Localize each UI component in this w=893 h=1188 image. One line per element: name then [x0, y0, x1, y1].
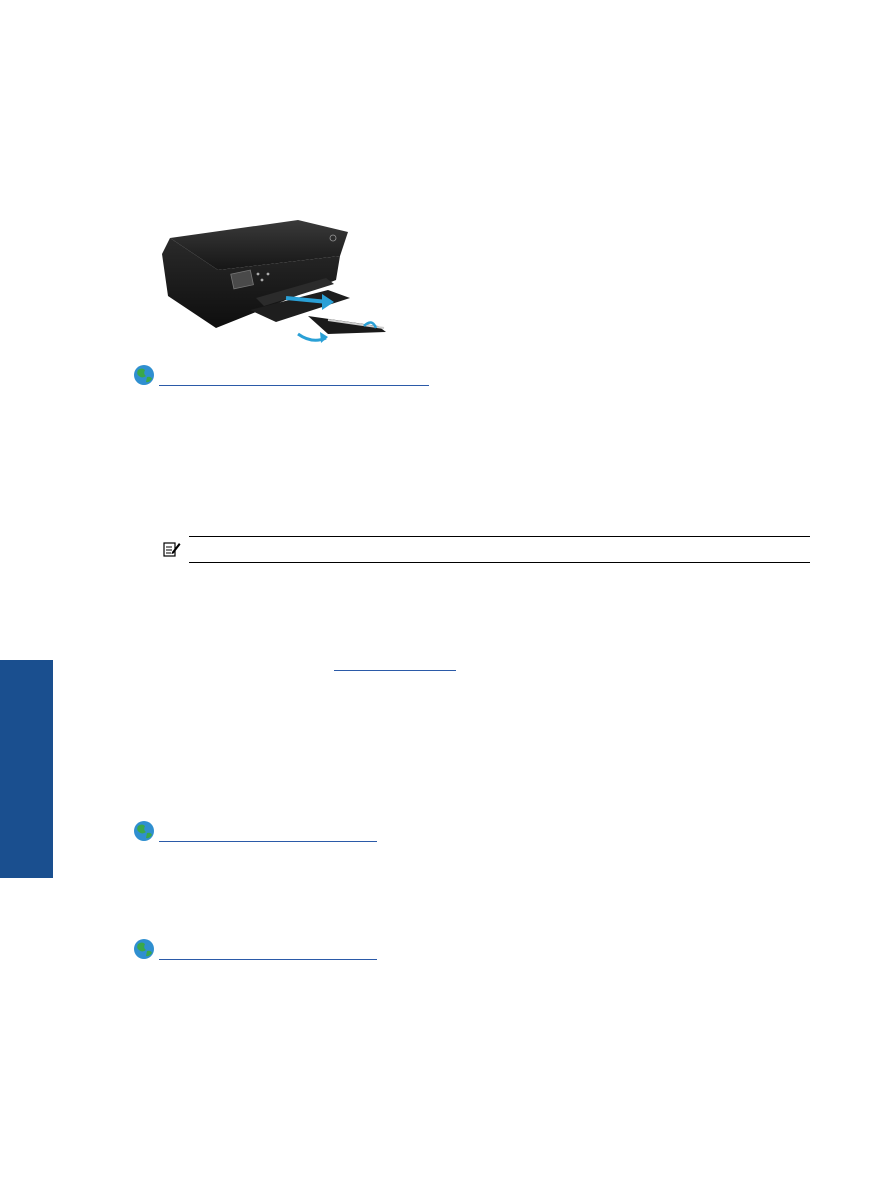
note-rule-bottom: [189, 562, 810, 563]
note-pencil-icon: [163, 542, 181, 557]
note-rule-top: [189, 536, 810, 537]
web-link-1[interactable]: [133, 364, 429, 386]
web-link-underline: [159, 959, 377, 960]
chapter-side-tab: [0, 660, 53, 878]
globe-icon: [134, 821, 154, 841]
globe-icon: [134, 939, 154, 959]
inline-link-underline[interactable]: [334, 670, 456, 671]
web-link-underline: [159, 841, 377, 842]
note-box: [163, 535, 810, 563]
web-link-2[interactable]: [133, 820, 377, 842]
web-link-3[interactable]: [133, 938, 377, 960]
globe-icon: [134, 365, 154, 385]
web-link-underline: [159, 385, 429, 386]
printer-illustration: [162, 220, 386, 343]
